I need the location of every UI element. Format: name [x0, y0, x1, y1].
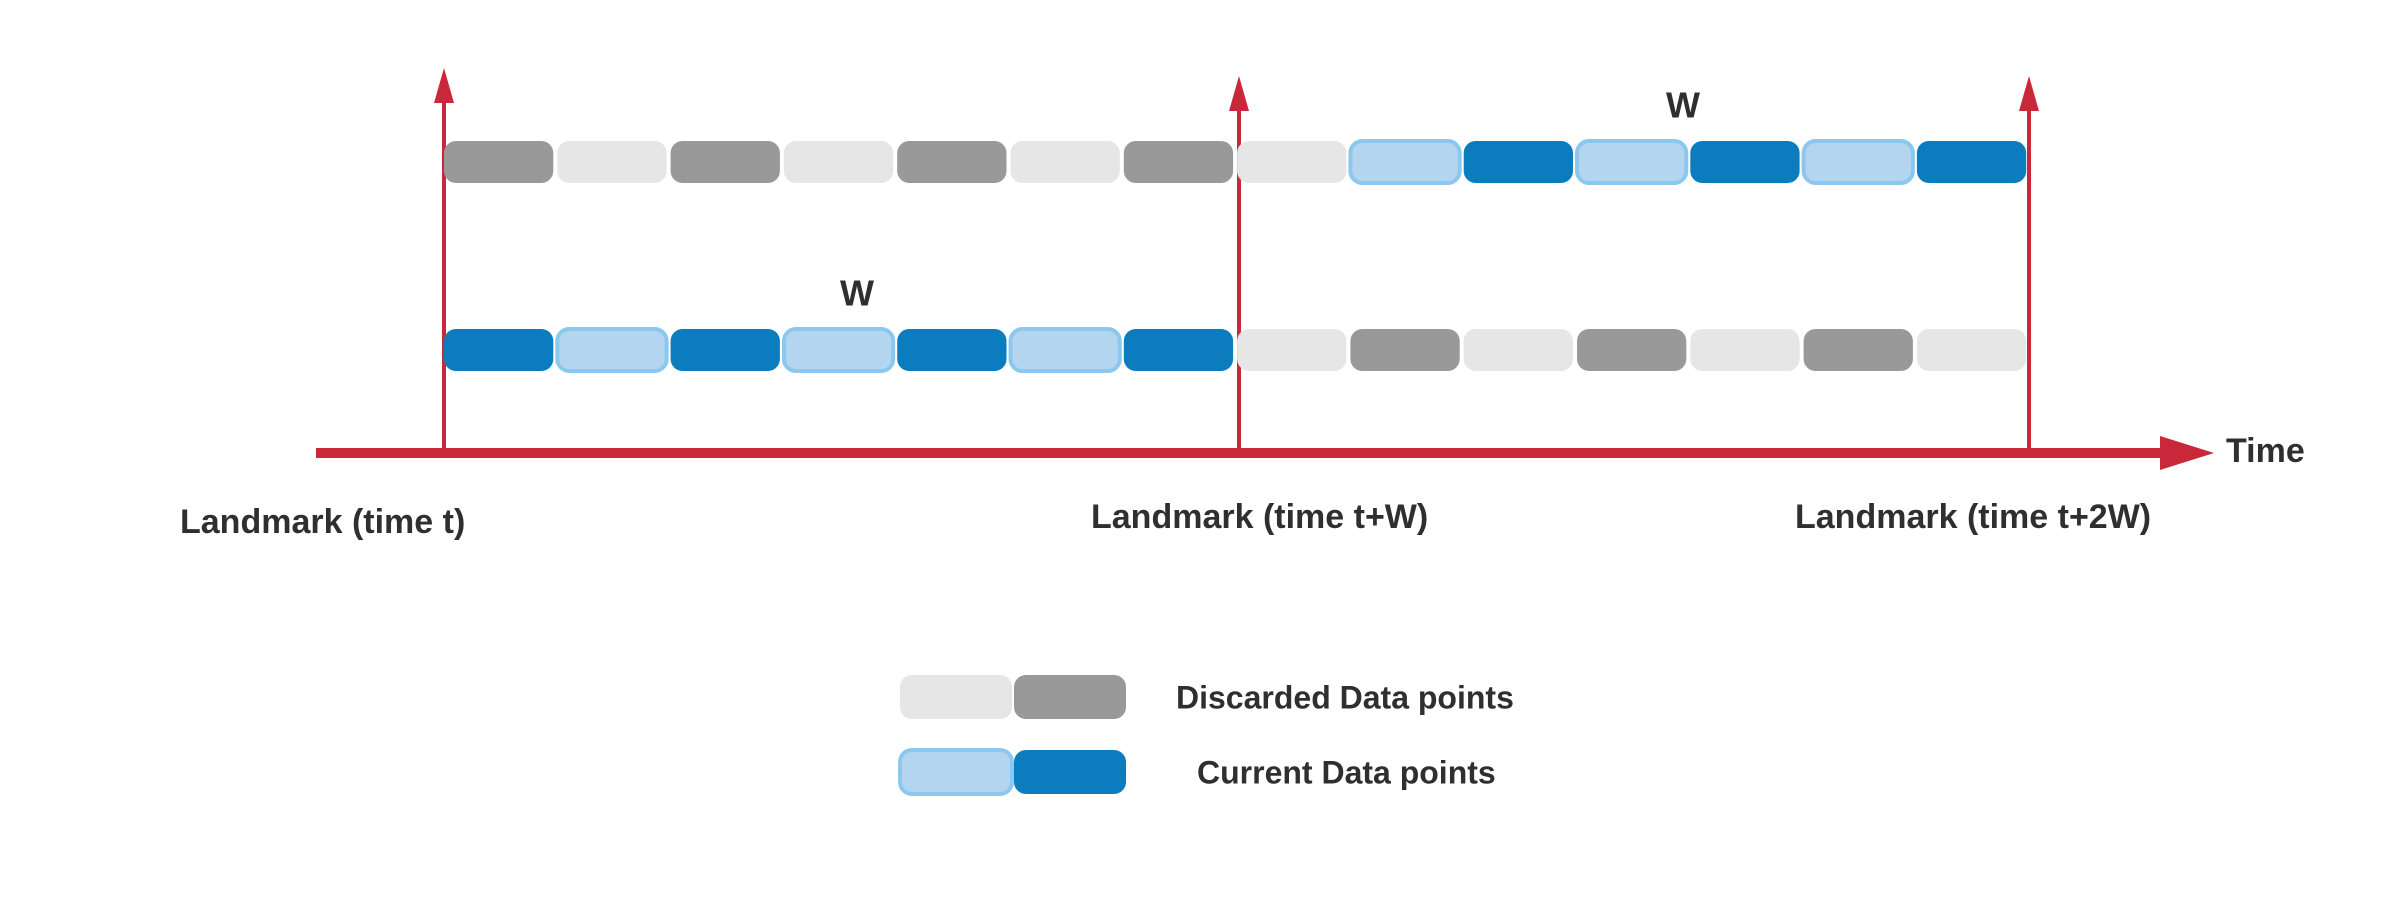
landmark-arrow-2: [1229, 76, 1249, 448]
data-point-discarded-dark: [1803, 329, 1913, 371]
data-point-current-light: [781, 327, 896, 373]
window-label-bottom: W: [840, 273, 874, 314]
time-axis-label: Time: [2226, 432, 2305, 470]
landmark-arrow-1: [434, 68, 454, 448]
data-point-discarded-light: [1237, 141, 1347, 183]
landmark-label-2: Landmark (time t+W): [1091, 498, 1428, 536]
landmark-arrow-3: [2019, 76, 2039, 448]
landmark-label-1: Landmark (time t): [180, 503, 465, 541]
legend-pill-current-light: [898, 748, 1014, 796]
window-label-top: W: [1666, 85, 1700, 126]
data-point-discarded-light: [1916, 329, 2027, 371]
data-point-current-light: [1575, 139, 1689, 185]
legend-pill-current-dark: [1014, 750, 1126, 794]
data-row-window-2: [444, 139, 2027, 185]
data-point-discarded-dark: [1350, 329, 1460, 371]
legend-swatch-discarded: [900, 675, 1126, 719]
data-point-discarded-light: [1690, 329, 1800, 371]
data-point-discarded-light: [783, 141, 894, 183]
data-point-current-dark: [1123, 329, 1234, 371]
legend-pill-discarded-dark: [1014, 675, 1126, 719]
landmark-label-3: Landmark (time t+2W): [1795, 498, 2151, 536]
data-point-discarded-dark: [1123, 141, 1234, 183]
data-point-discarded-dark: [444, 141, 554, 183]
legend: Discarded Data points Current Data point…: [898, 675, 1514, 796]
data-point-current-dark: [670, 329, 780, 371]
data-point-current-dark: [1690, 141, 1800, 183]
data-point-current-dark: [444, 329, 554, 371]
data-point-discarded-dark: [670, 141, 780, 183]
time-axis-arrowhead: [2160, 436, 2214, 470]
data-point-current-light: [1801, 139, 1915, 185]
data-point-discarded-light: [557, 141, 667, 183]
legend-swatch-current: [898, 748, 1126, 796]
legend-pill-discarded-light: [900, 675, 1012, 719]
data-point-current-dark: [897, 329, 1007, 371]
data-point-current-dark: [1463, 141, 1573, 183]
time-axis-line: [316, 448, 2166, 458]
data-point-discarded-dark: [1577, 329, 1687, 371]
data-point-current-light: [1348, 139, 1462, 185]
data-point-discarded-dark: [897, 141, 1007, 183]
data-point-current-dark: [1916, 141, 2027, 183]
data-point-discarded-light: [1463, 329, 1573, 371]
data-point-current-light: [555, 327, 669, 373]
data-point-discarded-light: [1237, 329, 1347, 371]
data-point-discarded-light: [1010, 141, 1120, 183]
data-row-window-1: [444, 327, 2027, 373]
time-axis: Time: [316, 432, 2305, 470]
data-point-current-light: [1008, 327, 1122, 373]
legend-label-current: Current Data points: [1197, 754, 1496, 790]
legend-label-discarded: Discarded Data points: [1176, 679, 1514, 715]
